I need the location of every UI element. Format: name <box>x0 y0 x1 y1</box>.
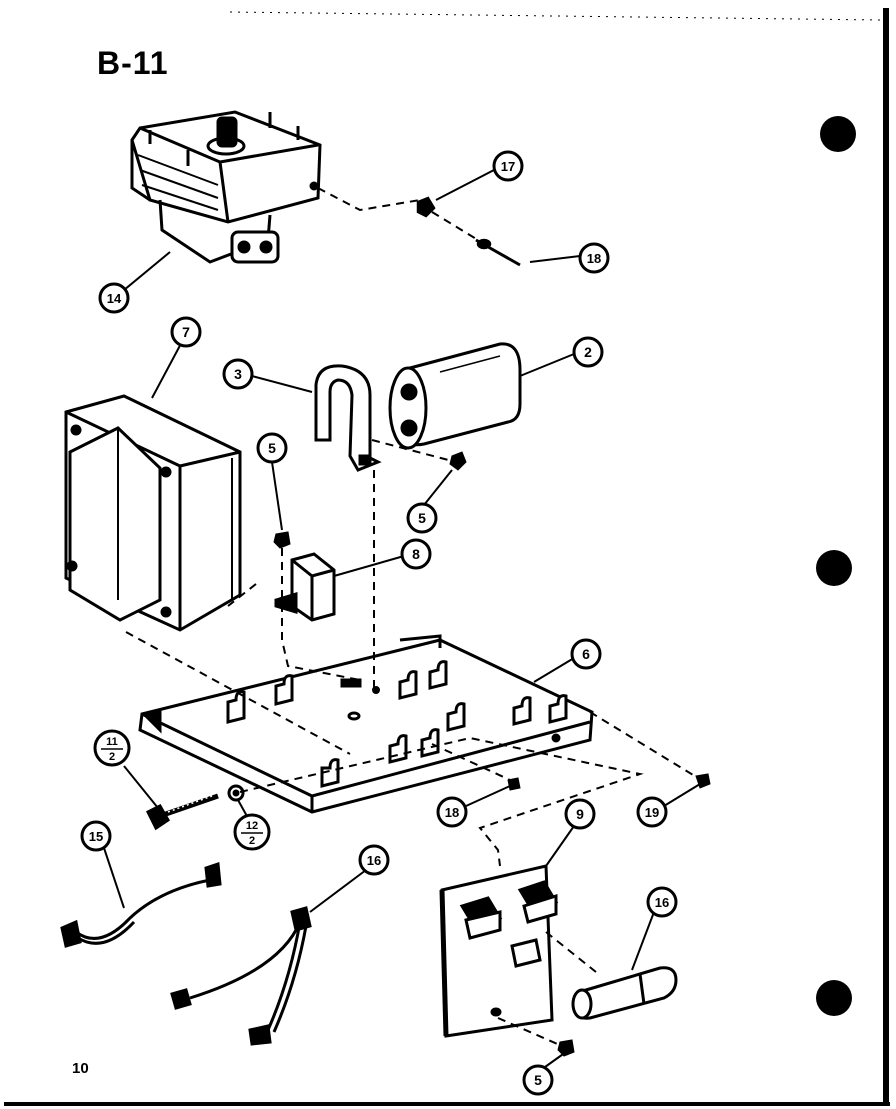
callout-5: 5 <box>256 432 288 464</box>
capacitor-part <box>388 342 522 450</box>
callout-label: 18 <box>445 805 459 820</box>
callout-label: 12 <box>246 820 258 832</box>
callout-18: 18 <box>578 242 610 274</box>
screw-17-part <box>416 196 521 267</box>
transformer-part <box>64 394 242 632</box>
callout-5: 5 <box>522 1064 554 1096</box>
page-number: 10 <box>72 1060 89 1077</box>
bolt-11-part <box>145 784 245 831</box>
callout-label: 16 <box>655 895 669 910</box>
wire-harness-16-part <box>170 906 312 1046</box>
screw-18-19-part <box>507 773 711 791</box>
relay-part <box>274 552 336 622</box>
callout-label: 6 <box>582 646 590 662</box>
leader-lines <box>103 169 701 1073</box>
callout-16: 16 <box>646 886 678 918</box>
callout-17: 17 <box>492 150 524 182</box>
callout-9: 9 <box>564 798 596 830</box>
callout-18: 18 <box>436 796 468 828</box>
binder-hole <box>816 550 852 586</box>
callout-label: 3 <box>234 366 242 382</box>
callout-19: 19 <box>636 796 668 828</box>
sheet-border <box>4 8 890 1106</box>
callout-label: 2 <box>109 751 115 763</box>
callout-label: 5 <box>418 510 426 526</box>
callout-5: 5 <box>406 502 438 534</box>
callout-3: 3 <box>222 358 254 390</box>
callout-label: 14 <box>107 291 122 306</box>
callout-label: 19 <box>645 805 659 820</box>
callout-11-2: 11 2 <box>93 729 131 767</box>
callout-15: 15 <box>80 820 112 852</box>
wire-harness-15-part <box>60 861 222 948</box>
callout-6: 6 <box>570 638 602 670</box>
callout-2: 2 <box>572 336 604 368</box>
callout-label: 8 <box>412 546 420 562</box>
callout-8: 8 <box>400 538 432 570</box>
base-plate-part <box>138 634 594 814</box>
page-title: B-11 <box>97 45 169 81</box>
terminal-board-part <box>439 864 559 1038</box>
callout-14: 14 <box>98 282 130 314</box>
callout-label: 5 <box>268 440 276 456</box>
magnetron-part <box>130 110 322 264</box>
callout-label: 2 <box>249 835 255 847</box>
callout-12-2: 12 2 <box>233 813 271 851</box>
callout-16: 16 <box>358 844 390 876</box>
callout-label: 5 <box>534 1072 542 1088</box>
callout-label: 2 <box>584 344 592 360</box>
callout-label: 11 <box>106 736 118 748</box>
callout-label: 17 <box>501 159 515 174</box>
callout-label: 15 <box>89 829 103 844</box>
callout-label: 7 <box>182 324 190 340</box>
assembly-guide-lines <box>125 187 699 1047</box>
callout-label: 18 <box>587 251 601 266</box>
callout-7: 7 <box>170 316 202 348</box>
fuse-part <box>571 966 678 1020</box>
binder-hole <box>820 116 856 152</box>
callout-label: 16 <box>367 853 381 868</box>
screw-5-part <box>273 451 575 1057</box>
binder-hole <box>816 980 852 1016</box>
callout-label: 9 <box>576 806 584 822</box>
capacitor-bracket-part <box>314 364 382 472</box>
